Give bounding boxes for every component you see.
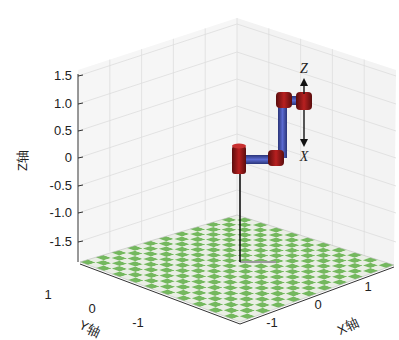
y-axis bbox=[80, 264, 240, 324]
z-axis bbox=[78, 74, 79, 262]
y-tick-label: 0 bbox=[88, 302, 95, 315]
z-tick-label: 1.0 bbox=[54, 97, 72, 110]
z-tick-label: 0 bbox=[65, 151, 72, 164]
z-tick-label: 0.5 bbox=[54, 124, 72, 137]
z-ticks bbox=[78, 75, 83, 242]
x-axis-title: X轴 bbox=[335, 316, 360, 337]
y-tick-label: -1 bbox=[132, 316, 144, 329]
robot-arm bbox=[232, 78, 312, 174]
grid-lines bbox=[78, 18, 396, 257]
z-axis-title: Z轴 bbox=[15, 150, 28, 171]
x-axis bbox=[240, 267, 394, 324]
back-pane bbox=[78, 18, 237, 262]
base-post bbox=[239, 172, 241, 262]
z-tick-label: -0.5 bbox=[50, 179, 72, 192]
x-tick-label: -1 bbox=[266, 316, 278, 329]
y-axis-title: Y轴 bbox=[77, 318, 102, 339]
z-tick-label: 1.5 bbox=[54, 69, 72, 82]
back-pane bbox=[237, 18, 396, 265]
checker-floor bbox=[80, 215, 394, 322]
z-tick-label: -1.5 bbox=[50, 235, 72, 248]
x-tick-label: 0 bbox=[314, 298, 321, 311]
frame-axis-label: Z bbox=[300, 62, 308, 76]
x-tick-label: 1 bbox=[364, 280, 371, 293]
frame-axis-label: X bbox=[300, 150, 309, 164]
y-tick-label: 1 bbox=[44, 288, 51, 301]
z-tick-label: -1.0 bbox=[50, 206, 72, 219]
shadow-line bbox=[240, 261, 276, 263]
